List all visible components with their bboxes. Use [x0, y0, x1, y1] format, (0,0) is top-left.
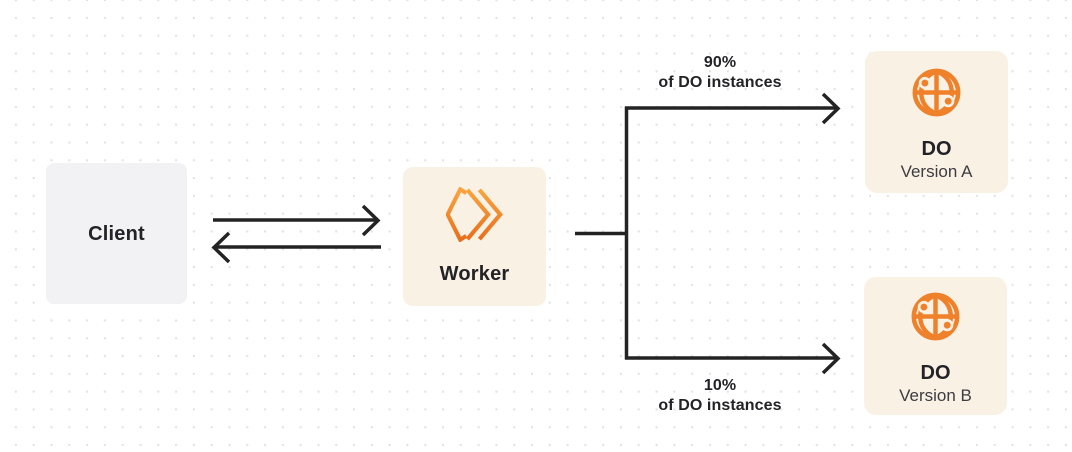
- worker-node: Worker: [403, 167, 546, 306]
- edge-label-10-percent-line2: of DO instances: [658, 397, 782, 414]
- edge-label-90-percent: 90% of DO instances: [600, 53, 840, 93]
- client-node: Client: [46, 163, 187, 304]
- do-version-b-subtitle: Version B: [899, 386, 972, 405]
- edge-label-90-percent-line1: 90%: [703, 54, 737, 71]
- do-version-b-node: DO Version B: [864, 277, 1007, 415]
- branch-to-do-b-arrowhead-icon: [821, 342, 841, 375]
- do-version-a-title: DO: [921, 138, 952, 160]
- edge-label-10-percent: 10% of DO instances: [600, 376, 840, 416]
- durable-object-globe-icon: [908, 64, 965, 121]
- do-version-a-node: DO Version A: [865, 51, 1008, 193]
- edge-label-90-percent-line2: of DO instances: [658, 74, 782, 91]
- branch-to-do-a-arrowhead-icon: [821, 92, 841, 125]
- do-version-a-subtitle: Version A: [900, 162, 973, 181]
- client-node-label: Client: [88, 222, 145, 245]
- durable-object-globe-icon: [907, 288, 964, 345]
- worker-to-client-arrowhead-icon: [211, 231, 231, 264]
- cloudflare-workers-icon: [445, 186, 503, 243]
- do-version-b-title: DO: [920, 362, 951, 384]
- worker-node-label: Worker: [439, 263, 510, 285]
- edge-label-10-percent-line1: 10%: [703, 377, 737, 394]
- client-to-worker-arrowhead-icon: [361, 204, 381, 237]
